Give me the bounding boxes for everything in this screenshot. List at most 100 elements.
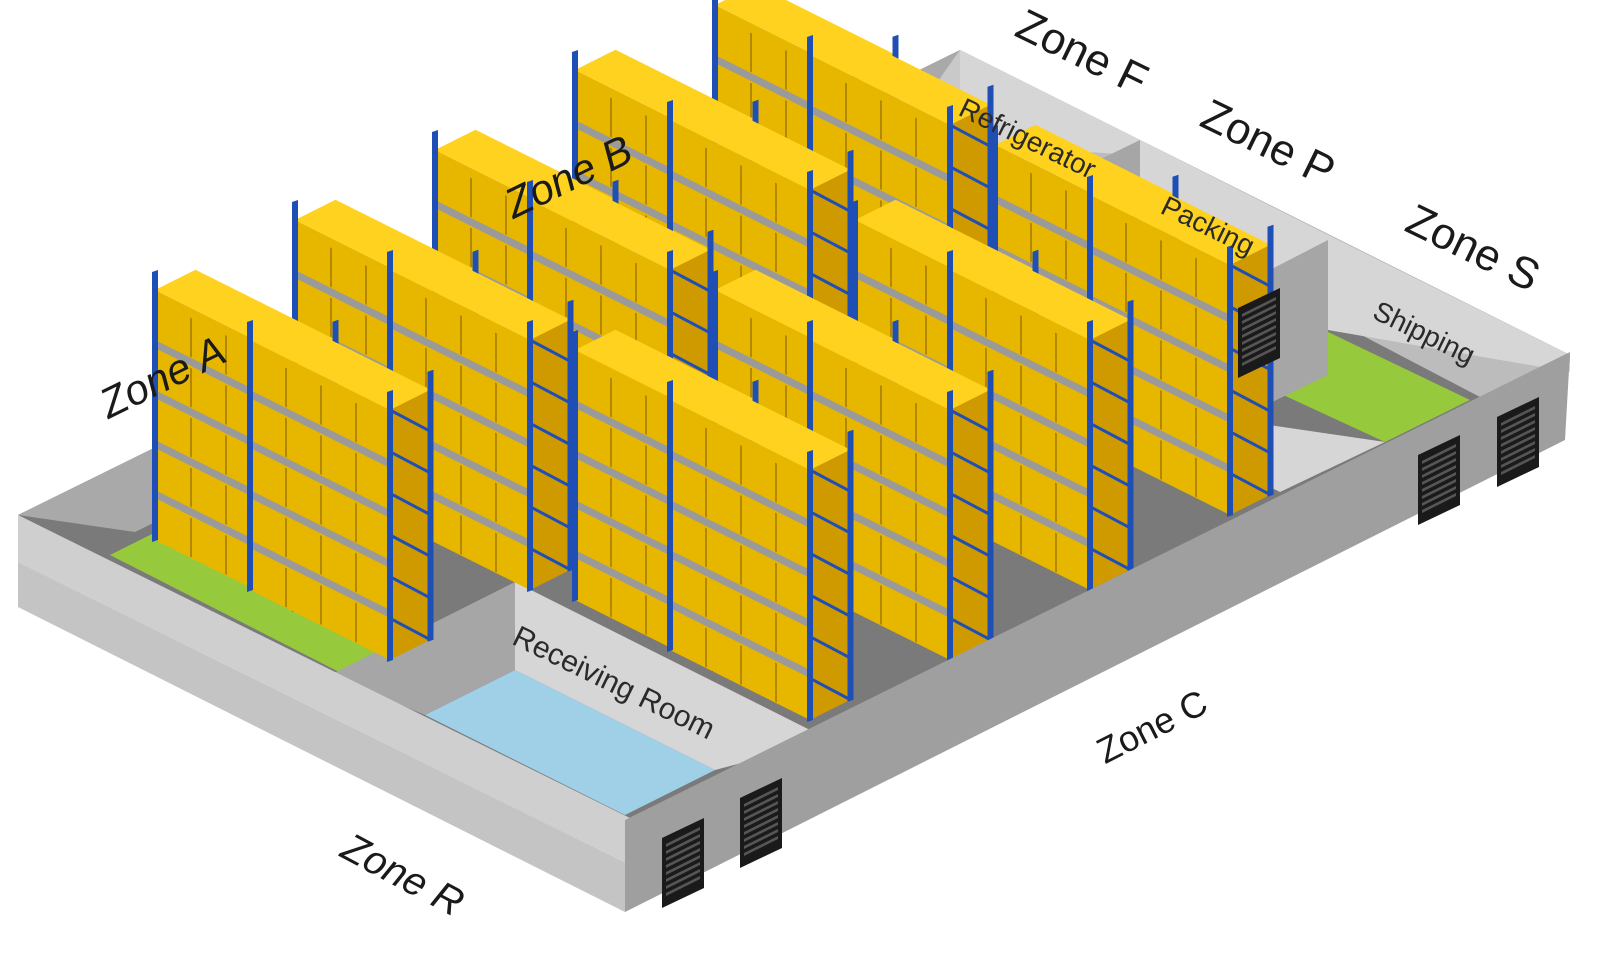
rack-brace: [809, 188, 852, 213]
box-icon: [355, 602, 357, 643]
shipping-wall-face: [1328, 235, 1570, 372]
rack-top-face: [810, 319, 991, 410]
zone-a-floor: [110, 530, 400, 675]
box-icon: [225, 335, 227, 375]
box-icon: [880, 435, 882, 475]
box-icon: [925, 265, 927, 305]
box-icon: [505, 195, 507, 235]
rack-brace: [1089, 547, 1132, 572]
door-slat: [1501, 406, 1535, 426]
box-icon: [845, 367, 847, 408]
box-icon: [1195, 357, 1197, 398]
box-icon: [320, 535, 322, 575]
rack-upright: [152, 270, 158, 542]
rack-brace: [529, 505, 572, 530]
rack-shelf: [250, 490, 390, 568]
door-slat: [744, 808, 778, 828]
box-icon: [645, 395, 647, 435]
box-icon: [645, 495, 647, 535]
box-icon: [985, 347, 987, 388]
loading-door-icon: [740, 778, 782, 868]
box-icon: [915, 552, 917, 593]
box-icon: [915, 402, 917, 443]
rack-brace: [809, 552, 852, 577]
door-slat: [1422, 458, 1456, 478]
door-slat: [666, 876, 700, 896]
box-icon: [740, 445, 742, 485]
box-icon: [1055, 432, 1057, 473]
rack-brace: [389, 450, 432, 475]
rack-shelf: [670, 170, 810, 248]
rack-shelf: [950, 320, 1090, 398]
box-icon: [365, 315, 367, 355]
rack-upright: [247, 320, 253, 592]
box-icon: [1160, 390, 1162, 430]
door-slat: [1501, 427, 1535, 447]
box-icon: [1195, 457, 1197, 498]
rack-group: [152, 0, 1274, 722]
rack-brace: [949, 533, 992, 558]
rack-brace: [529, 422, 572, 447]
rack-top-face: [670, 99, 851, 190]
box-icon: [225, 485, 227, 525]
box-icon: [915, 502, 917, 543]
box-icon: [915, 602, 917, 643]
rack-brace: [809, 230, 852, 255]
door-slat: [666, 855, 700, 875]
box-icon: [985, 297, 987, 338]
box-icon: [190, 417, 192, 458]
rack-brace: [949, 165, 992, 190]
box-icon: [610, 147, 612, 188]
box-icon: [355, 452, 357, 493]
door-slat: [1501, 448, 1535, 468]
rack-side-face: [530, 319, 571, 590]
door-slat: [1422, 472, 1456, 492]
rack-brace: [949, 617, 992, 642]
box-icon: [915, 167, 917, 208]
box-icon: [785, 50, 787, 90]
box-icon: [880, 485, 882, 525]
box-icon: [740, 215, 742, 255]
box-icon: [1020, 415, 1022, 455]
rack-shelf: [670, 500, 810, 578]
box-icon: [645, 595, 647, 635]
box-icon: [1065, 240, 1067, 280]
box-icon: [320, 435, 322, 475]
rack-brace: [529, 380, 572, 405]
rack-brace: [389, 533, 432, 558]
rack-brace: [809, 635, 852, 660]
rack-brace: [389, 492, 432, 517]
box-icon: [785, 385, 787, 425]
rack-brace: [809, 468, 852, 493]
door-slat: [666, 841, 700, 861]
rack-brace: [949, 207, 992, 232]
box-icon: [915, 452, 917, 493]
rack-top-face: [390, 249, 571, 340]
front-wall-left: [18, 562, 630, 912]
box-icon: [880, 100, 882, 140]
box-icon: [1020, 515, 1022, 555]
rack-brace: [669, 310, 712, 335]
box-icon: [1195, 407, 1197, 448]
box-icon: [285, 417, 287, 458]
box-icon: [645, 545, 647, 585]
rack-brace: [1229, 430, 1272, 455]
door-slat: [1242, 318, 1276, 338]
door-slat: [1422, 486, 1456, 506]
door-slat: [666, 848, 700, 868]
rack-upright: [1087, 320, 1093, 592]
rack-upright: [572, 330, 578, 602]
box-icon: [460, 365, 462, 405]
box-icon: [1125, 222, 1127, 263]
loading-door-icon: [1418, 435, 1460, 525]
box-icon: [1195, 257, 1197, 298]
box-icon: [1020, 315, 1022, 355]
box-icon: [775, 612, 777, 653]
box-icon: [1055, 332, 1057, 373]
box-icon: [610, 377, 612, 418]
box-icon: [775, 182, 777, 223]
door-slat: [666, 827, 700, 847]
rack-top-face: [670, 379, 851, 470]
box-icon: [740, 645, 742, 685]
door-slat: [744, 815, 778, 835]
